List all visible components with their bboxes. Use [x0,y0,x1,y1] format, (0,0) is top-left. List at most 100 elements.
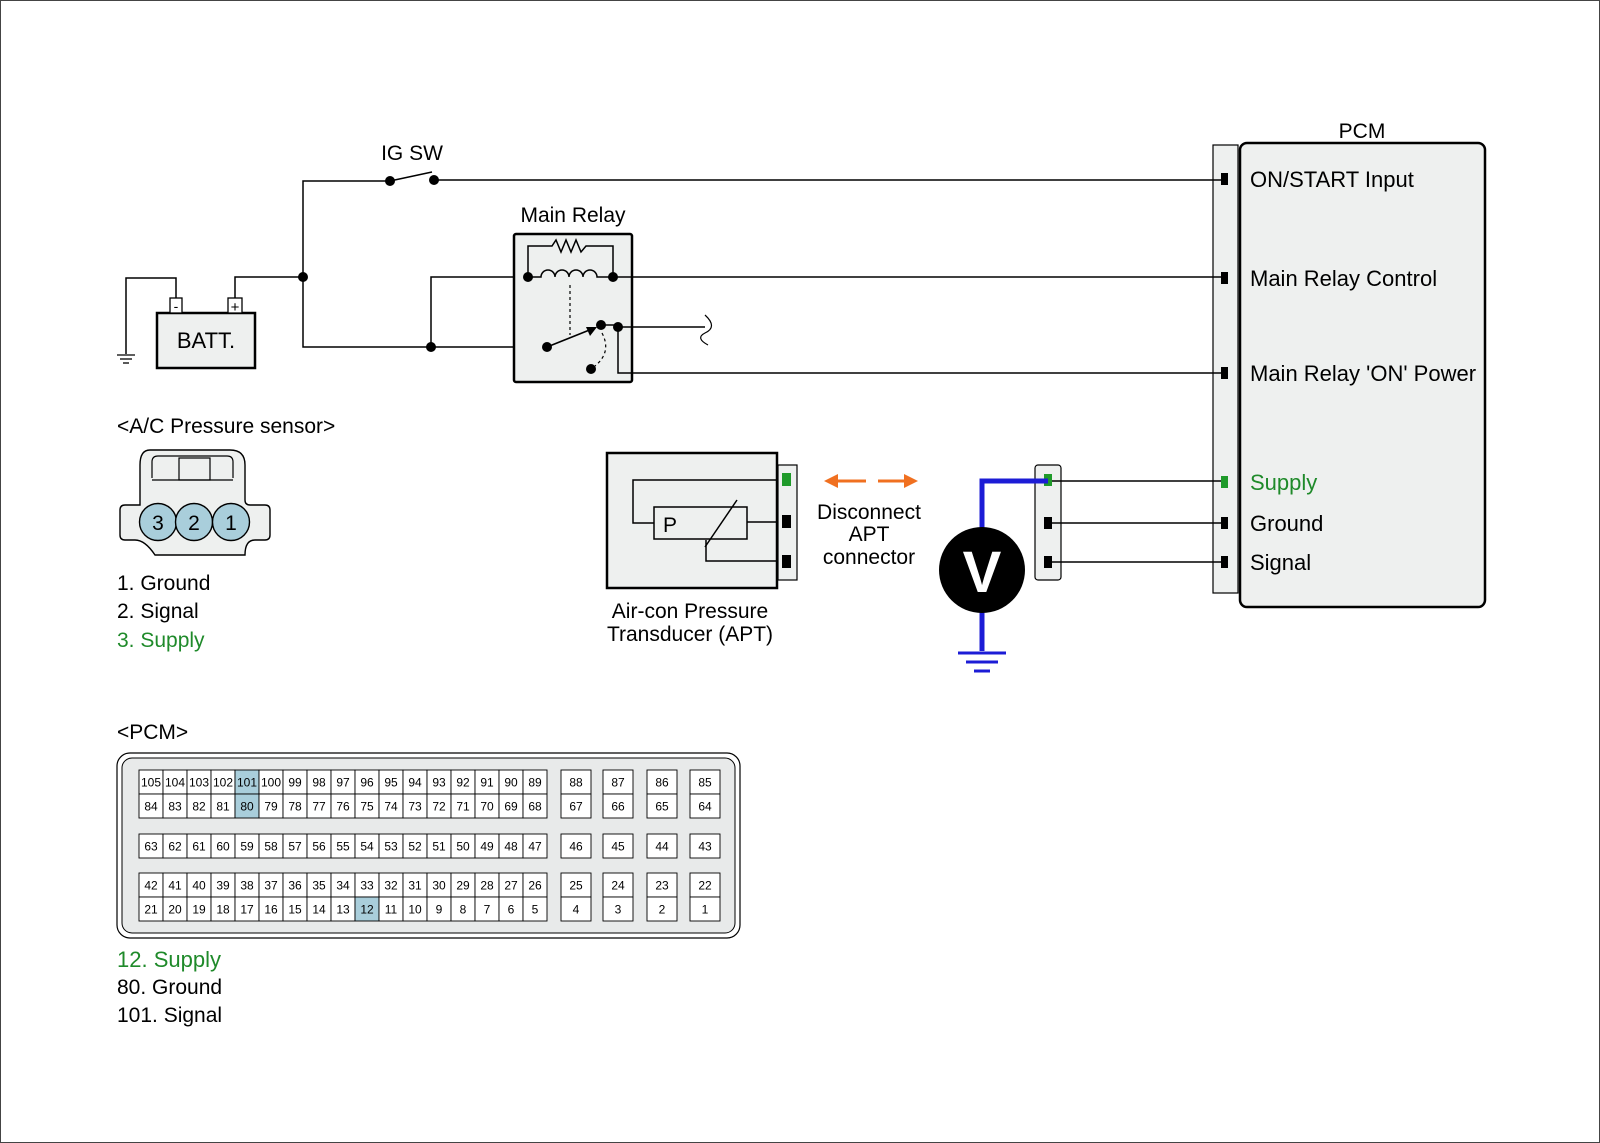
pcm-pin-number: 60 [216,840,230,854]
pcm-pin-cell [474,896,500,922]
pcm-pin-cell [689,872,721,898]
pcm-pin-number: 8 [460,903,467,917]
pcm-pin-number: 103 [189,776,209,790]
pcm-pin-number: 37 [264,879,278,893]
pcm-pin-number: 102 [213,776,233,790]
pcm-pin-cell [426,896,452,922]
pcm-pin-number: 86 [655,776,669,790]
pcm-pin-number: 28 [480,879,494,893]
ac-sensor-title: <A/C Pressure sensor> [117,415,335,438]
pcm-pin-number: 40 [192,879,206,893]
pcm-pin-number: 34 [336,879,350,893]
pcm-title: PCM [1339,120,1386,143]
pcm-pin-cell [282,793,308,819]
pcm-pin-cell [450,896,476,922]
pcm-pin-number: 26 [528,879,542,893]
pcm-pin-cell [474,793,500,819]
pcm-pin-number: 93 [432,776,446,790]
sensor-pin-1 [211,502,251,542]
pcm-pin-number: 47 [528,840,542,854]
pcm-connector-title: <PCM> [117,721,188,744]
pcm-pin-cell [522,793,548,819]
pcm-pin-on-start [1221,173,1228,185]
pcm-pin-number: 48 [504,840,518,854]
sensor-legend-item: 2. Signal [117,600,199,623]
pcm-pin-cell [689,793,721,819]
apt-transducer: P [605,451,798,590]
battery: - + BATT. [155,297,257,370]
apt-internal-wire [632,479,778,524]
pcm-pin-number: 46 [569,840,583,854]
pcm-legend-item: 12. Supply [117,947,221,972]
relay-contact-arc [594,332,607,367]
coil-feed-wire [430,276,528,347]
relay-power-wire [601,324,1221,374]
pcm-terminal-label: Supply [1250,470,1317,495]
pcm-pin-cell [354,793,380,819]
main-relay-label: Main Relay [520,204,626,227]
pcm-pin-number: 91 [480,776,494,790]
voltmeter [939,527,1025,613]
pcm-pin-number: 42 [144,879,158,893]
pcm-pin-number: 41 [168,879,182,893]
pcm-pin-number: 49 [480,840,494,854]
pcm-pin-number: 68 [528,800,542,814]
pcm-pin-cell [426,793,452,819]
pcm-pin-number: 62 [168,840,182,854]
pcm-pin-cell [602,872,634,898]
main-relay-body [512,232,634,384]
pcm-pin-number: 52 [408,840,422,854]
disconnect-label: connector [823,546,915,569]
relay-switch-arm [546,328,593,348]
pcm-pin-number: 4 [573,903,580,917]
sensor-legend-item: 1. Ground [117,572,210,595]
pcm-pin-cell [330,793,356,819]
pcm-pin-relay-power [1221,367,1228,379]
pcm-pin-ground [1221,517,1228,529]
battery-label: BATT. [177,328,235,353]
pcm-pin-number: 19 [192,903,206,917]
battery-minus-sign: - [174,298,179,314]
main-relay: Main Relay [512,204,634,384]
ig-feed-wire [302,180,390,277]
pcm-pin-number: 43 [698,840,712,854]
pcm-pin-number: 98 [312,776,326,790]
pcm-pin-cell [138,769,164,795]
pcm-pin-supply [1221,476,1228,488]
pcm-pin-number: 94 [408,776,422,790]
pcm-pin-number: 90 [504,776,518,790]
battery-positive-wire [234,276,303,298]
pcm-body [1238,141,1487,609]
pcm-pin-number: 65 [655,800,669,814]
sensor-pin-number: 3 [152,512,164,535]
pcm-pin-number: 14 [312,903,326,917]
pcm-pin-cell [602,769,634,795]
pcm-pin-number: 24 [611,879,625,893]
pcm-pin-number: 73 [408,800,422,814]
pcm-pin-cell [162,793,188,819]
pcm-pin-number: 70 [480,800,494,814]
relay-contact [586,364,596,374]
pcm-pin-cell [258,769,284,795]
ac-sensor-connector: 3 2 1 [119,449,271,556]
pcm-pin-number: 35 [312,879,326,893]
battery-to-relay-wire [302,277,547,348]
ground-icon [117,354,135,364]
pcm-pin-cell [498,872,524,898]
pcm-pin-number: 75 [360,800,374,814]
pcm-pin-cell [234,833,260,859]
pcm-pin-number: 12 [360,903,374,917]
pcm-pin-cell [689,769,721,795]
pcm-pin-number: 53 [384,840,398,854]
pcm-pin-number: 5 [532,903,539,917]
pcm-pin-number: 69 [504,800,518,814]
pcm-pin-number: 3 [615,903,622,917]
pcm-pin-cell [646,793,678,819]
pcm-pin-cell [560,872,592,898]
pcm-pin-cell [162,896,188,922]
pcm-pin-number: 71 [456,800,470,814]
pcm-pin-number: 105 [141,776,161,790]
pcm-pin-cell [378,833,404,859]
pcm-pin-number: 96 [360,776,374,790]
pcm-pin-number: 45 [611,840,625,854]
